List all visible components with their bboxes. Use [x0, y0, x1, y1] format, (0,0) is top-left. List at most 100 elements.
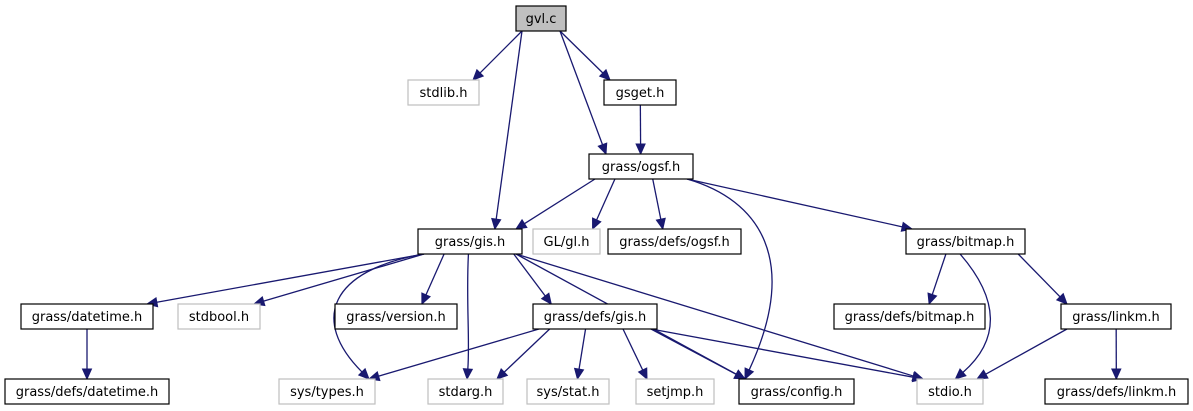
node-gis-h[interactable]: grass/gis.h: [417, 228, 523, 255]
arrowhead-icon: [733, 369, 747, 380]
node-box: [916, 378, 984, 405]
arrowhead-icon: [635, 143, 646, 156]
node-version-h[interactable]: grass/version.h: [334, 303, 458, 330]
node-box: [427, 378, 504, 405]
node-label: sys/stat.h: [537, 385, 600, 400]
edge-linkm_h-to-stdio_h: [975, 328, 1068, 380]
node-defs-bitmap-h[interactable]: grass/defs/bitmap.h: [833, 303, 986, 330]
arrowhead-icon: [81, 368, 93, 381]
node-bitmap-h[interactable]: grass/bitmap.h: [905, 228, 1026, 255]
arrowhead-icon: [655, 217, 666, 231]
edge-line: [503, 328, 551, 373]
arrowhead-icon: [744, 367, 755, 381]
arrowhead-icon: [462, 368, 474, 381]
edge-defs_gis_h-to-sys_types_h: [367, 328, 540, 382]
arrowhead-icon: [927, 292, 938, 306]
node-label: stdbool.h: [189, 310, 249, 325]
edge-ogsf_h-to-defs_ogsf_h: [652, 178, 666, 231]
node-label: grass/bitmap.h: [917, 235, 1015, 250]
edge-ogsf_h-to-bitmap_h: [686, 178, 914, 232]
node-gl-h: GL/gl.h: [532, 228, 601, 255]
node-label: grass/defs/bitmap.h: [845, 310, 975, 325]
node-linkm-h[interactable]: grass/linkm.h: [1060, 303, 1172, 330]
arrowhead-icon: [954, 368, 967, 380]
edge-datetime_h-to-defs_datetime_h: [81, 329, 93, 381]
node-label: stdio.h: [928, 385, 972, 400]
node-box: [177, 303, 261, 330]
node-gsget-h[interactable]: gsget.h: [603, 79, 677, 106]
edge-line: [686, 178, 903, 228]
node-defs-linkm-h[interactable]: grass/defs/linkm.h: [1044, 378, 1189, 405]
edge-line: [578, 328, 587, 370]
node-label: stdarg.h: [439, 385, 493, 400]
node-box: [4, 378, 170, 405]
edge-line: [596, 178, 616, 221]
arrowhead-icon: [491, 217, 502, 231]
node-label: grass/defs/datetime.h: [16, 385, 159, 400]
edge-bitmap_h-to-defs_bitmap_h: [927, 253, 947, 306]
node-label: setjmp.h: [647, 385, 704, 400]
edge-gvl_c-to-gsget_h: [559, 30, 611, 81]
node-defs-ogsf-h[interactable]: grass/defs/ogsf.h: [607, 228, 742, 255]
edge-line: [559, 30, 604, 145]
arrowhead-icon: [597, 142, 608, 156]
node-label: grass/version.h: [346, 310, 445, 325]
node-datetime-h[interactable]: grass/datetime.h: [20, 303, 154, 330]
node-box: [417, 228, 523, 255]
node-label: grass/config.h: [751, 385, 843, 400]
node-box: [526, 378, 610, 405]
node-box: [407, 79, 480, 106]
node-config-h[interactable]: grass/config.h: [738, 378, 855, 405]
node-label: grass/defs/gis.h: [544, 310, 646, 325]
edge-line: [686, 178, 773, 371]
node-box: [607, 228, 742, 255]
edge-gvl_c-to-stdlib_h: [472, 30, 523, 81]
node-ogsf-h[interactable]: grass/ogsf.h: [588, 153, 694, 180]
node-stdarg-h: stdarg.h: [427, 378, 504, 405]
edge-bitmap_h-to-linkm_h: [1017, 253, 1068, 305]
edge-line: [378, 328, 540, 377]
edge-gvl_c-to-gis_h: [491, 30, 523, 231]
node-defs-gis-h[interactable]: grass/defs/gis.h: [532, 303, 658, 330]
node-box: [278, 378, 376, 405]
edge-line: [495, 30, 523, 220]
arrowhead-icon: [514, 218, 528, 230]
node-box: [588, 153, 694, 180]
edge-gvl_c-to-ogsf_h: [559, 30, 608, 156]
arrowhead-icon: [1055, 292, 1068, 305]
node-label: sys/types.h: [290, 385, 364, 400]
edge-line: [1017, 253, 1061, 298]
edge-line: [559, 30, 604, 74]
node-label: GL/gl.h: [544, 235, 590, 250]
arrowhead-icon: [357, 367, 370, 380]
node-box: [905, 228, 1026, 255]
node-box: [20, 303, 154, 330]
edge-line: [931, 253, 947, 295]
edges-layer: [81, 30, 1122, 383]
node-stdio-h: stdio.h: [916, 378, 984, 405]
arrowhead-icon: [496, 367, 509, 380]
node-label: stdlib.h: [420, 86, 468, 101]
edge-line: [515, 253, 914, 377]
node-box: [738, 378, 855, 405]
node-defs-datetime-h[interactable]: grass/defs/datetime.h: [4, 378, 170, 405]
node-label: grass/linkm.h: [1072, 310, 1160, 325]
edge-bitmap_h-to-stdio_h: [954, 253, 991, 380]
arrowhead-icon: [975, 369, 989, 380]
edge-line: [263, 253, 425, 302]
edge-defs_gis_h-to-stdarg_h: [496, 328, 551, 380]
edge-line: [650, 328, 737, 375]
arrowhead-icon: [637, 367, 648, 381]
node-label: gsget.h: [616, 86, 665, 101]
arrowhead-icon: [598, 68, 611, 81]
node-box: [532, 303, 658, 330]
node-stdbool-h: stdbool.h: [177, 303, 261, 330]
edge-line: [622, 328, 644, 371]
edge-linkm_h-to-defs_linkm_h: [1111, 328, 1122, 381]
node-label: gvl.c: [526, 12, 557, 27]
node-label: grass/ogsf.h: [602, 160, 680, 175]
node-box: [603, 79, 677, 106]
arrowhead-icon: [592, 217, 602, 231]
edge-line: [652, 178, 662, 220]
